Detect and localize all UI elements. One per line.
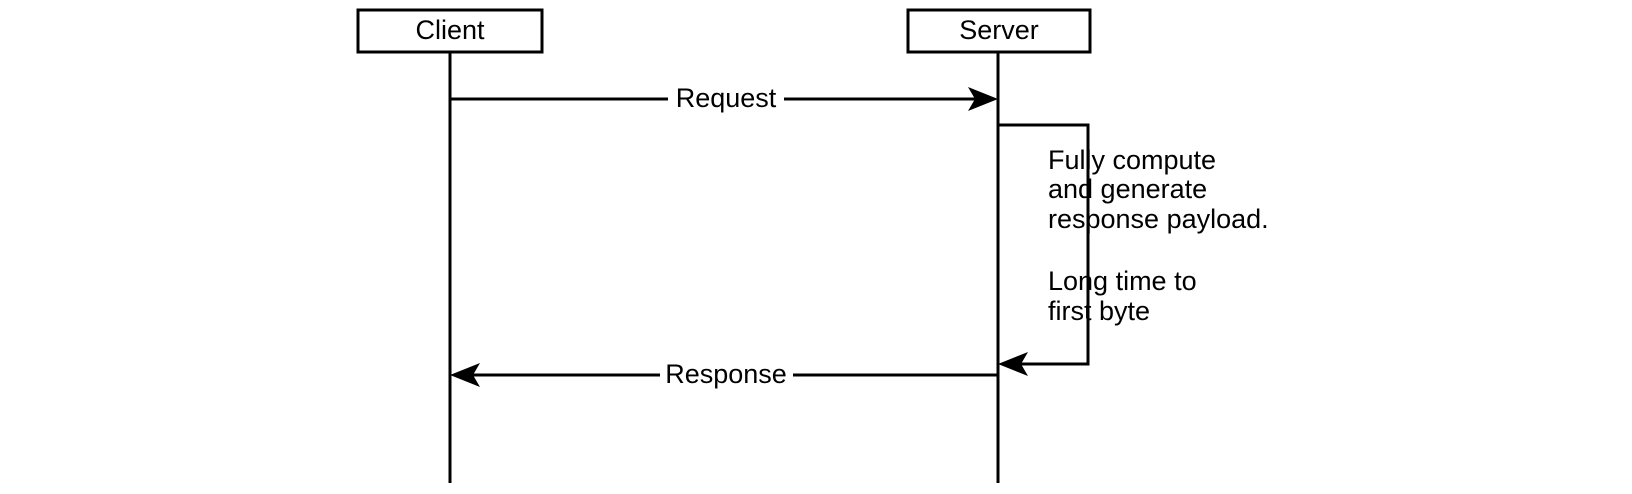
participant-label-server: Server	[959, 15, 1039, 45]
note-ttfb-line-1: Long time to	[1048, 266, 1197, 296]
message-line-self-loop	[998, 123, 1090, 366]
participant-box-server[interactable]	[906, 8, 1092, 54]
arrowhead-response-icon	[450, 363, 480, 387]
arrowhead-self-loop-icon	[998, 352, 1028, 376]
participant-server[interactable]: Server	[906, 8, 1092, 54]
note-ttfb: Long time to first byte	[1048, 266, 1197, 326]
message-label-backdrop-request	[668, 85, 784, 113]
note-compute-line-1: Fully compute	[1048, 145, 1216, 175]
note-ttfb-line-2: first byte	[1048, 296, 1150, 326]
note-compute-line-2: and generate	[1048, 174, 1207, 204]
message-server-self-loop[interactable]	[998, 123, 1090, 376]
note-compute: Fully compute and generate response payl…	[1048, 145, 1269, 234]
message-label-response: Response	[665, 359, 787, 389]
message-label-backdrop-response	[660, 361, 793, 389]
message-label-request: Request	[676, 83, 777, 113]
participant-client[interactable]: Client	[356, 8, 544, 54]
participant-label-client: Client	[415, 15, 485, 45]
arrowhead-request-icon	[968, 87, 998, 111]
lifeline-group	[448, 52, 1000, 483]
note-compute-line-3: response payload.	[1048, 204, 1269, 234]
message-response[interactable]: Response	[450, 359, 998, 389]
message-request[interactable]: Request	[450, 83, 998, 113]
participant-box-client[interactable]	[356, 8, 544, 54]
